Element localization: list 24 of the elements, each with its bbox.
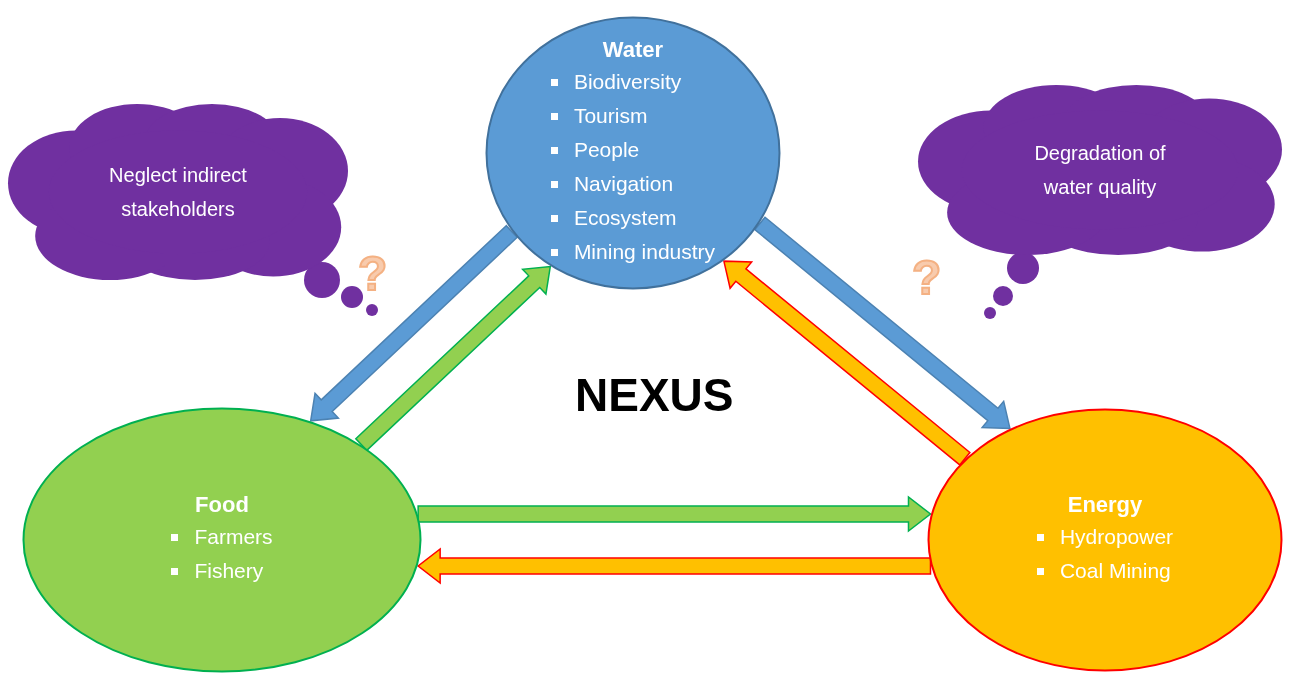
- list-item: People: [573, 137, 640, 163]
- block-arrow: [354, 265, 552, 452]
- list-item: Farmers: [194, 524, 273, 550]
- block-arrow: [417, 495, 932, 533]
- topic-heading: Food: [195, 492, 249, 518]
- list-item: Mining industry: [573, 239, 716, 265]
- center-title: NEXUS: [575, 368, 734, 422]
- list-item: Tourism: [573, 103, 648, 129]
- block-arrow: [416, 547, 932, 585]
- list-item: Biodiversity: [573, 69, 682, 95]
- block-arrow: [753, 216, 1011, 430]
- list-item: Ecosystem: [573, 205, 677, 231]
- list-item: Hydropower: [1059, 524, 1174, 550]
- question-mark: ?: [912, 252, 942, 304]
- block-arrow: [722, 260, 971, 466]
- list-item: Coal Mining: [1059, 558, 1171, 584]
- block-arrow: [309, 224, 519, 422]
- topic-heading: Energy: [1067, 492, 1143, 518]
- cloud-text: Neglect indirect stakeholders: [108, 163, 248, 222]
- topic-heading: Water: [602, 37, 664, 63]
- question-mark: ?: [358, 248, 388, 300]
- cloud-text: Degradation of water quality: [1033, 141, 1167, 200]
- list-item: Navigation: [573, 171, 674, 197]
- list-item: Fishery: [194, 558, 264, 584]
